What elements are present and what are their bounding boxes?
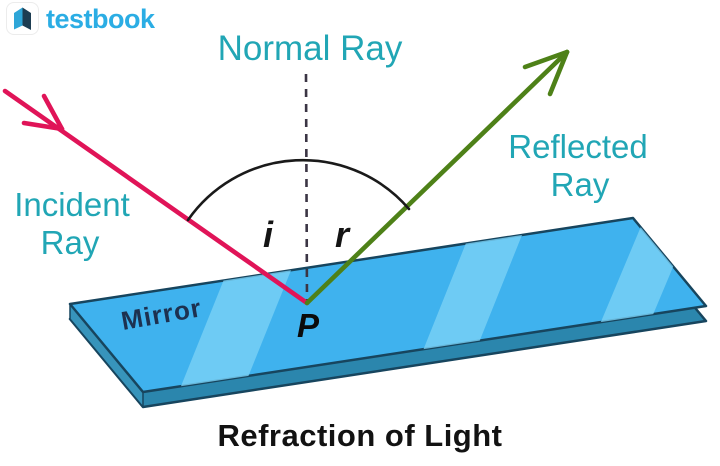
diagram-title: Refraction of Light (217, 418, 503, 453)
incident-ray-label-line1: Incident (14, 186, 130, 223)
incident-ray-arrowhead (21, 93, 65, 132)
incident-ray-label-line2: Ray (41, 224, 100, 261)
angle-i-label: i (263, 214, 274, 255)
brand-name: testbook (46, 4, 155, 34)
point-p-label: P (297, 307, 320, 344)
reflected-ray-line (304, 49, 570, 306)
mirror-stripe (175, 243, 302, 392)
reflected-ray-label-line1: Reflected (508, 128, 647, 165)
mirror-stripe (412, 220, 528, 378)
angle-arc (186, 158, 411, 222)
book-icon (6, 2, 39, 35)
angle-r-label: r (335, 214, 351, 255)
testbook-logo: testbook (6, 2, 155, 35)
reflected-ray-arrowhead (522, 49, 570, 97)
normal-ray-label: Normal Ray (218, 29, 403, 68)
reflected-ray-label-line2: Ray (551, 166, 610, 203)
